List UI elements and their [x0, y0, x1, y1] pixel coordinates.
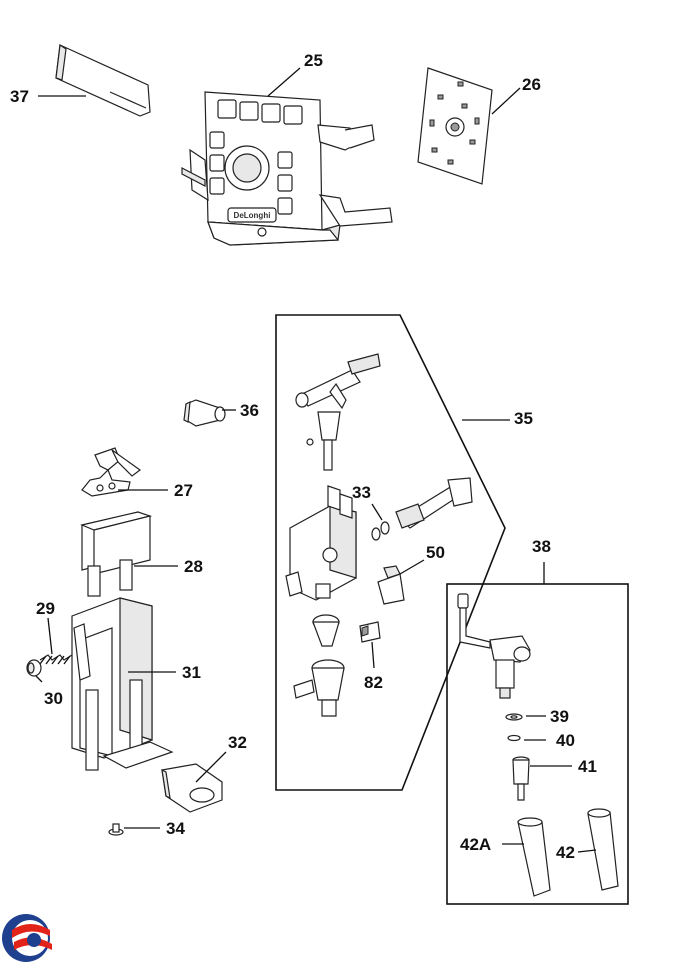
label-31: 31	[182, 663, 201, 682]
part-38-group-frame	[446, 562, 629, 905]
label-40: 40	[556, 731, 575, 750]
part-35-components	[285, 353, 473, 717]
part-38-components	[457, 593, 619, 897]
label-27: 27	[174, 481, 193, 500]
part-25-control-panel: DeLonghi	[181, 91, 393, 246]
label-25: 25	[304, 51, 323, 70]
part-labels: 25 26 37 36 27 28 29 30 31 32 34 35 33 5…	[10, 51, 597, 862]
part-27-lever	[81, 447, 142, 497]
part-29-spring	[39, 654, 73, 665]
part-31-frame	[71, 597, 174, 771]
label-37: 37	[10, 87, 29, 106]
label-42: 42	[556, 843, 575, 862]
label-82: 82	[364, 673, 383, 692]
label-26: 26	[522, 75, 541, 94]
label-41: 41	[578, 757, 597, 776]
label-38: 38	[532, 537, 551, 556]
label-30: 30	[44, 689, 63, 708]
label-32: 32	[228, 733, 247, 752]
label-35: 35	[514, 409, 533, 428]
leader-lines	[35, 67, 597, 853]
label-39: 39	[550, 707, 569, 726]
part-26-circuit-board	[417, 67, 493, 185]
part-30-cap	[26, 659, 42, 677]
part-32-plate	[161, 763, 223, 813]
part-36-pin	[183, 399, 226, 427]
label-28: 28	[184, 557, 203, 576]
company-logo-icon	[2, 914, 52, 962]
part-35-group-frame	[275, 314, 506, 791]
part-34-screw	[108, 823, 124, 836]
label-36: 36	[240, 401, 259, 420]
part-37-end-cap	[55, 43, 151, 117]
label-29: 29	[36, 599, 55, 618]
panel-brand-text: DeLonghi	[234, 211, 271, 220]
label-34: 34	[166, 819, 185, 838]
part-28-slider	[80, 511, 153, 597]
label-50: 50	[426, 543, 445, 562]
label-42a: 42A	[460, 835, 491, 854]
label-33: 33	[352, 483, 371, 502]
